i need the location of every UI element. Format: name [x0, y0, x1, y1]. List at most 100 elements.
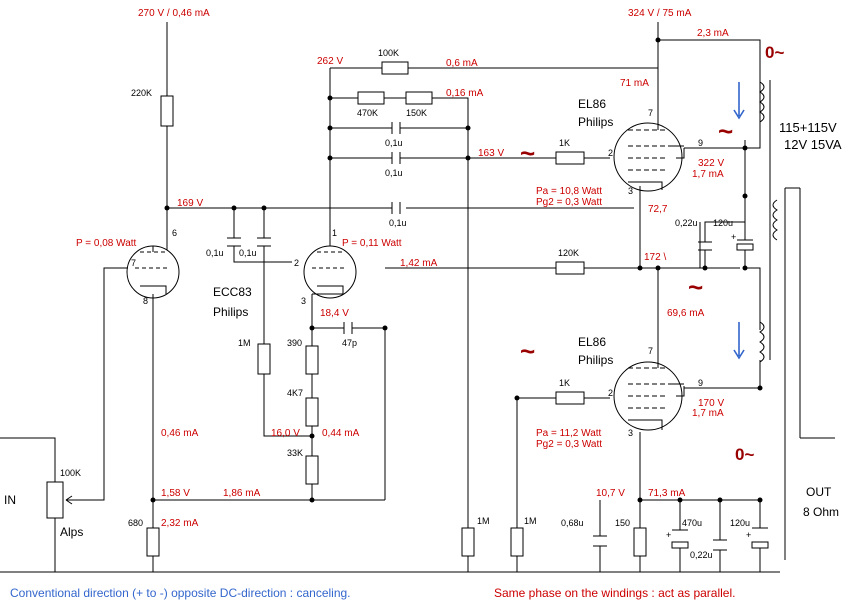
tube-ecc83-right: [303, 245, 357, 299]
label-power-p1: P = 0,08 Watt: [76, 238, 137, 249]
label-components-r33k: 33K: [287, 448, 303, 458]
label-pins-p3c: 3: [628, 428, 633, 438]
resistor-470k: [357, 91, 385, 105]
label-components-c01u-c: 0,1u: [389, 218, 407, 228]
label-components-r100k-fb: 100K: [378, 48, 399, 58]
label-pins-p9a: 9: [698, 138, 703, 148]
label-components-r470k: 470K: [357, 108, 378, 118]
label-tubes-el86-bot-brand: Philips: [578, 353, 613, 367]
label-power-p2: P = 0,11 Watt: [342, 238, 402, 249]
label-voltages-v-16-0: 16,0 V: [271, 428, 300, 439]
label-components-r220k: 220K: [131, 88, 152, 98]
transformer: [733, 80, 786, 560]
tube-ecc83-left: [126, 245, 180, 299]
label-labels-transformer-secondary: 12V 15VA: [784, 137, 842, 152]
svg-text:+: +: [746, 530, 751, 540]
label-pins-p6: 6: [172, 228, 177, 238]
label-labels-pot-brand: Alps: [60, 525, 83, 539]
label-components-c01u-d: 0,1u: [206, 248, 224, 258]
resistor-1k-bottom: [555, 391, 585, 405]
label-components-r1k-bot: 1K: [559, 378, 570, 388]
label-components-c470u: 470u: [682, 518, 702, 528]
label-voltages-v-1-7b: 1,7 mA: [692, 408, 724, 419]
label-components-r100k-pot: 100K: [60, 468, 81, 478]
label-power-pg2-top: Pg2 = 0,3 Watt: [536, 197, 602, 208]
svg-text:+: +: [666, 530, 671, 540]
svg-text:+: +: [731, 232, 736, 242]
label-pins-p2b: 2: [608, 148, 613, 158]
label-voltages-v-170: 170 V: [698, 398, 724, 409]
label-power-pa-top: Pa = 10,8 Watt: [536, 186, 602, 197]
note-same-phase: Same phase on the windings : act as para…: [494, 586, 735, 600]
label-pins-p2a: 2: [294, 258, 299, 268]
tube-el86-bottom: [613, 356, 685, 431]
label-tubes-ecc83-name: ECC83: [213, 285, 252, 299]
label-components-r680: 680: [128, 518, 143, 528]
label-pins-p7b: 7: [648, 108, 653, 118]
junction-dots: [150, 37, 763, 503]
resistor-150: [633, 527, 647, 557]
label-tubes-el86-top-name: EL86: [578, 97, 606, 111]
label-pins-p2c: 2: [608, 388, 613, 398]
label-currents-c-71: 71 mA: [620, 78, 649, 89]
label-tubes-ecc83-brand: Philips: [213, 305, 248, 319]
label-pins-p3b: 3: [628, 186, 633, 196]
resistor-120k: [555, 261, 585, 275]
potentiometer-100k: [46, 481, 64, 519]
labels: 270 V / 0,46 mA 324 V / 75 mA 262 V 2,3 …: [4, 8, 842, 600]
label-labels-out-ohm: 8 Ohm: [803, 505, 839, 519]
resistor-33k: [305, 455, 319, 485]
label-voltages-v-163: 163 V: [478, 148, 504, 159]
label-components-c120u-top: 120u: [713, 218, 733, 228]
resistor-680: [146, 527, 160, 557]
supply-output-stage: 324 V / 75 mA: [628, 8, 692, 19]
label-components-c01u-e: 0,1u: [239, 248, 257, 258]
label-tubes-el86-bot-name: EL86: [578, 335, 606, 349]
resistor-1k-top: [555, 151, 585, 165]
resistor-150k: [405, 91, 433, 105]
capacitors: + + +: [227, 122, 769, 551]
driver-anode-voltage: 262 V: [317, 56, 343, 67]
pot-wiper-arrow: [65, 495, 73, 505]
resistor-100k-feedback: [381, 61, 409, 75]
label-currents-c-1-86: 1,86 mA: [223, 488, 261, 499]
label-components-r1m-a: 1M: [238, 338, 251, 348]
label-components-r1k-top: 1K: [559, 138, 570, 148]
supply-input-stage: 270 V / 0,46 mA: [138, 8, 210, 19]
label-components-r1m-b: 1M: [477, 516, 490, 526]
label-components-c120u-bot: 120u: [730, 518, 750, 528]
resistor-1m-a: [257, 343, 271, 375]
label-pins-p9b: 9: [698, 378, 703, 388]
label-labels-in: IN: [4, 493, 16, 507]
label-voltages-v-18-4: 18,4 V: [320, 308, 349, 319]
label-voltages-v-10-7: 10,7 V: [596, 488, 625, 499]
label-currents-c-2-32: 2,32 mA: [161, 518, 199, 529]
label-components-c01u-a: 0,1u: [385, 138, 403, 148]
label-voltages-v-169: 169 V: [177, 198, 203, 209]
resistor-4k7: [305, 397, 319, 427]
label-currents-c-0-16: 0,16 mA: [446, 88, 484, 99]
arrow-down-icon-bottom: [733, 322, 745, 360]
label-voltages-v-72-7: 72,7: [648, 204, 668, 215]
label-currents-c-1-42: 1,42 mA: [400, 258, 438, 269]
label-currents-c-2-3: 2,3 mA: [697, 28, 729, 39]
label-pins-p7a: 7: [131, 258, 136, 268]
label-power-pg2-bot: Pg2 = 0,3 Watt: [536, 439, 602, 450]
resistors: [46, 61, 647, 557]
label-pins-p7c: 7: [648, 346, 653, 356]
label-currents-c-0-44: 0,44 mA: [322, 428, 360, 439]
label-components-c47p: 47p: [342, 338, 357, 348]
label-voltages-v-322: 322 V: [698, 158, 724, 169]
label-components-r4k7: 4K7: [287, 388, 303, 398]
label-components-c022u-top: 0,22u: [675, 218, 698, 228]
resistor-220k: [160, 95, 174, 127]
label-labels-tilde: ~: [520, 336, 535, 366]
label-components-r120k: 120K: [558, 248, 579, 258]
label-pins-p3a: 3: [301, 296, 306, 306]
label-labels-zero-top: 0~: [765, 43, 784, 62]
label-power-pa-bot: Pa = 11,2 Watt: [536, 428, 602, 439]
label-components-r1m-c: 1M: [524, 516, 537, 526]
label-components-c022u-bot: 0,22u: [690, 550, 713, 560]
label-components-c01u-b: 0,1u: [385, 168, 403, 178]
